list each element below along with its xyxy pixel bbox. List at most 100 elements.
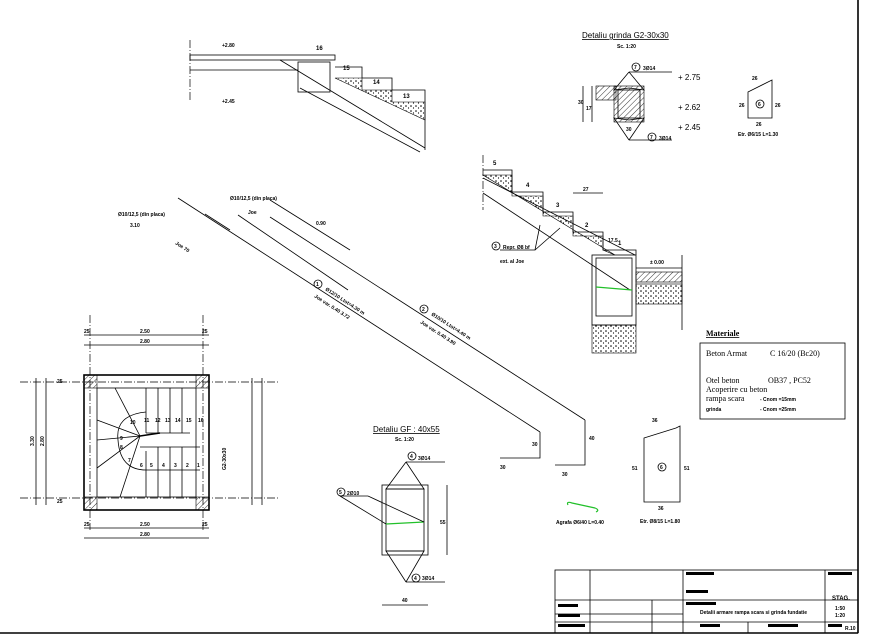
- step-label: 13: [403, 94, 410, 100]
- level-label: + 2.62: [678, 103, 701, 112]
- right-stair-section: 5 4 3 2 1 27 17.5 3 Repr. Ø8 bf ext. al …: [481, 155, 683, 354]
- level-label: + 2.75: [678, 73, 701, 82]
- detail-title: Detaliu GF : 40x55: [373, 425, 440, 434]
- dim-label: 2.50: [140, 522, 150, 528]
- step-number: 16: [198, 418, 204, 424]
- dim-label: 36: [652, 418, 658, 424]
- spacer-text: Agrafa Ø6/40 L=0.40: [556, 520, 604, 526]
- rebar-label: Ø10/12,5 (din placa): [230, 196, 277, 202]
- dim-label: 26: [752, 76, 758, 82]
- beam-label: G2-30x30: [222, 448, 228, 470]
- detail-scale: Sc. 1:20: [617, 44, 636, 50]
- top-stair-section: 16 15 14 13 +2.80 +2.45: [189, 40, 426, 153]
- step-label: 16: [316, 46, 323, 52]
- level-label: ± 0.00: [650, 260, 664, 266]
- spacer-detail: Agrafa Ø6/40 L=0.40: [556, 501, 604, 526]
- cover-label: rampa scara: [706, 394, 745, 403]
- bar-text: 3Ø14: [422, 576, 434, 582]
- rebar-label: Joe: [248, 210, 257, 216]
- dim-label: 17: [586, 106, 592, 112]
- detail-scale: Sc. 1:20: [395, 437, 414, 443]
- stirrup-mark: 6: [758, 102, 761, 108]
- dim-label: 40: [402, 598, 408, 604]
- step-number: 1: [197, 463, 200, 469]
- level-label: +2.45: [222, 99, 235, 105]
- step-number: 15: [186, 418, 192, 424]
- step-number: 5: [150, 463, 153, 469]
- dim-label: 36: [658, 506, 664, 512]
- title-block: Detalii armare rampa scara si grinda fun…: [554, 569, 859, 634]
- dim-label: 2.80: [40, 436, 46, 446]
- materials-table: Materiale Beton Armat C 16/20 (Bc20) Ote…: [699, 329, 846, 420]
- step-number: 11: [144, 418, 150, 424]
- step-label: 15: [343, 66, 350, 72]
- cover-value: - Cnom =15mm: [760, 397, 797, 403]
- dim-label: 26: [739, 103, 745, 109]
- dim-label: 30: [562, 472, 568, 478]
- dim-label: 27: [583, 187, 589, 193]
- detail-title: Detaliu grinda G2-30x30: [582, 31, 669, 40]
- stirrup-text: Etr. Ø8/15 L=1.80: [640, 519, 680, 525]
- step-number: 2: [186, 463, 189, 469]
- dim-label: 51: [632, 466, 638, 472]
- dim-label: 51: [684, 466, 690, 472]
- stirrup-detail: 6 36 51 51 36 Etr. Ø8/15 L=1.80: [632, 418, 690, 525]
- step-number: 12: [155, 418, 161, 424]
- step-number: 3: [174, 463, 177, 469]
- step-label: 1: [618, 241, 622, 247]
- step-number: 7: [128, 458, 131, 464]
- dim-label: 3.30: [30, 436, 36, 446]
- bar-text: 3Ø14: [643, 66, 655, 72]
- material-label: Otel beton: [706, 376, 740, 385]
- bar-mark: 4: [414, 576, 417, 582]
- bar-mark: 2: [422, 307, 425, 313]
- stirrup-mark: 6: [660, 465, 663, 471]
- dim-label: 25: [57, 499, 63, 505]
- dim-label: 30: [532, 442, 538, 448]
- bar-mark: 4: [410, 454, 413, 460]
- step-label: 4: [526, 183, 530, 189]
- step-number: 4: [162, 463, 165, 469]
- drawing-title: Detalii armare rampa scara si grinda fun…: [700, 610, 807, 616]
- rebar-label: 3.10: [130, 223, 140, 229]
- bar-text: 3Ø14: [418, 456, 430, 462]
- sheet-number: R.10: [845, 626, 856, 632]
- dim-label: 40: [589, 436, 595, 442]
- rebar-label: 0.90: [316, 221, 326, 227]
- cover-heading: Acoperire cu beton: [706, 385, 767, 394]
- gf-detail: Detaliu GF : 40x55 Sc. 1:20 4 3Ø14 4 3Ø1…: [336, 425, 448, 606]
- dim-label: 2.80: [140, 532, 150, 538]
- cover-label: grinda: [706, 407, 721, 413]
- level-label: + 2.45: [678, 123, 701, 132]
- dim-label: 25: [202, 329, 208, 335]
- dim-label: 2.50: [140, 329, 150, 335]
- step-number: 8: [120, 445, 123, 451]
- step-label: 2: [585, 223, 589, 229]
- bar-text: Repr. Ø8 bf: [503, 245, 530, 251]
- step-label: 3: [556, 203, 560, 209]
- bar-mark: 7: [650, 135, 653, 141]
- material-label: Beton Armat: [706, 349, 748, 358]
- dim-label: 25: [202, 522, 208, 528]
- material-value: OB37 , PC52: [768, 376, 811, 385]
- rebar-schedule: Ø10/12,5 (din placa) 3.10 Joe 70 Ø10/12,…: [118, 196, 595, 478]
- step-label: 5: [493, 161, 497, 167]
- step-number: 9: [120, 436, 123, 442]
- dim-label: 25: [84, 522, 90, 528]
- step-number: 6: [140, 463, 143, 469]
- dim-label: 25: [84, 329, 90, 335]
- dim-label: 26: [756, 122, 762, 128]
- material-value: C 16/20 (Bc20): [770, 349, 820, 358]
- step-label: 14: [373, 80, 380, 86]
- rebar-label: Joe 70: [174, 241, 191, 255]
- bar-mark: 1: [316, 282, 319, 288]
- dim-label: 30: [578, 100, 584, 106]
- stair-plan: 1 2 3 4 5 6 7 8 9 10 11 12 13 14 15 16 G…: [20, 315, 280, 539]
- beam-detail-g2: Detaliu grinda G2-30x30 Sc. 1:20 7 3Ø14 …: [578, 31, 781, 142]
- cover-value: - Cnom =25mm: [760, 407, 797, 413]
- dim-label: 30: [626, 127, 632, 133]
- level-label: +2.80: [222, 43, 235, 49]
- bar-mark: 7: [634, 65, 637, 71]
- dim-label: 26: [775, 103, 781, 109]
